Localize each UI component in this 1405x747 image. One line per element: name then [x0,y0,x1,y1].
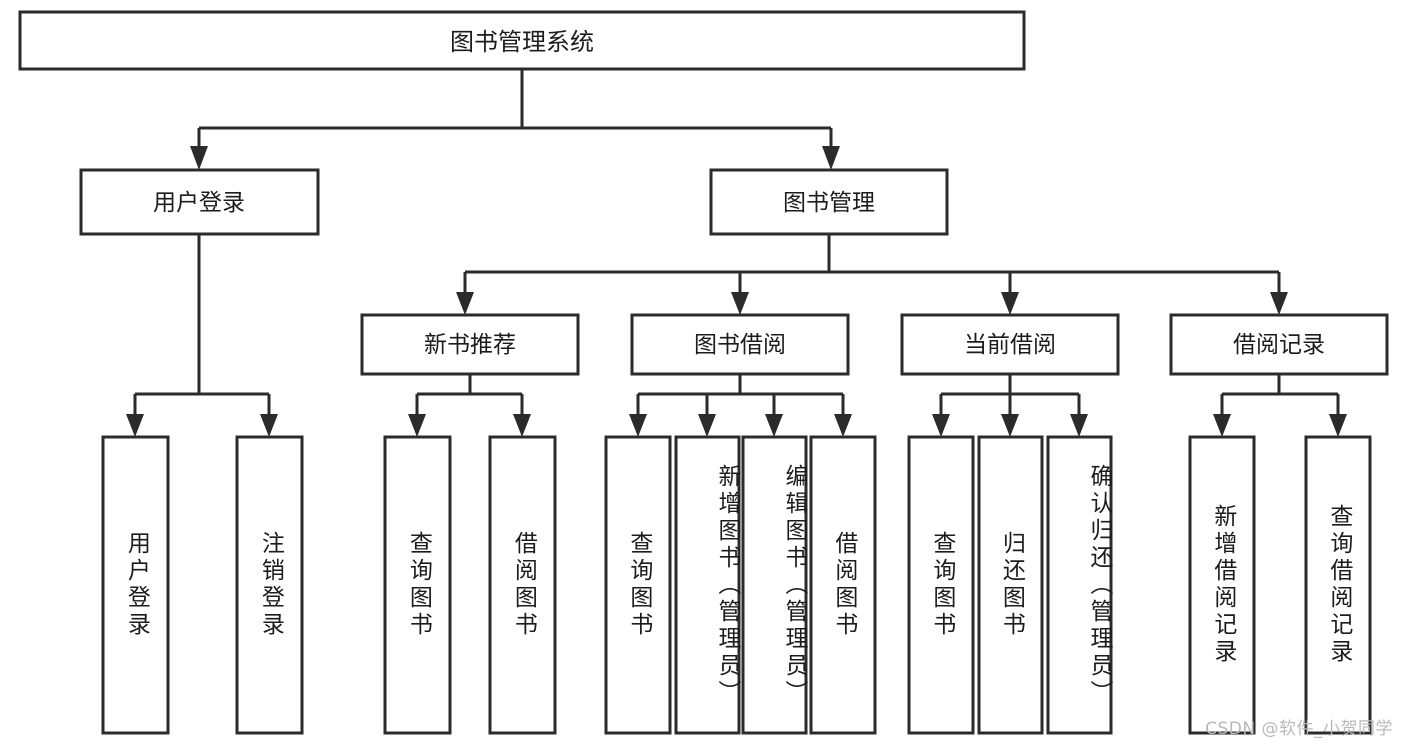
node-user-login-label: 用户登录 [153,190,245,216]
leaf-label-query-record: 查询借阅记录 [1325,504,1352,666]
node-user-login[interactable]: 用户登录 [79,168,320,236]
watermark-text: CSDN @软件_小贺同学 [1205,719,1393,739]
node-current-borrow-label: 当前借阅 [964,332,1056,358]
leaf-box-query-book-2[interactable] [604,435,672,735]
leaf-label-edit-book: 编辑图书（管理员） [781,463,807,707]
connector-newbook-to-leaves [408,374,531,437]
leaf-box-add-record[interactable] [1188,435,1256,735]
connector-bookmanage-to-level3 [456,234,1288,315]
connector-currentborrow-to-leaves [932,374,1088,437]
leaf-label-query-book-2: 查询图书 [625,531,652,639]
leaf-box-borrow-book-2[interactable] [809,435,877,735]
leaf-box-query-book-1[interactable] [383,435,452,735]
node-root-label: 图书管理系统 [450,28,594,56]
leaf-box-add-book[interactable] [674,435,741,735]
leaf-label-add-book: 新增图书（管理员） [714,463,740,707]
leaf-box-user-login[interactable] [101,435,170,735]
leaf-box-edit-book[interactable] [741,435,808,735]
leaf-box-borrow-book-1[interactable] [488,435,557,735]
leaf-label-query-book-1: 查询图书 [405,531,432,639]
leaf-box-query-record[interactable] [1304,435,1372,735]
node-root[interactable]: 图书管理系统 [18,10,1026,71]
leaf-boxes [101,435,1372,735]
leaf-label-return-book: 归还图书 [998,531,1025,639]
node-new-book-recommend-label: 新书推荐 [424,332,516,358]
leaf-box-confirm-return[interactable] [1046,435,1113,735]
node-book-manage-label: 图书管理 [783,190,875,216]
leaf-label-confirm-return: 确认归还（管理员） [1086,463,1112,707]
leaf-box-user-logout[interactable] [235,435,304,735]
leaf-box-return-book[interactable] [977,435,1044,735]
leaf-label-add-record: 新增借阅记录 [1209,504,1236,666]
connector-root-to-level2 [190,69,840,170]
node-borrow-record-label: 借阅记录 [1233,332,1325,358]
leaf-box-query-book-3[interactable] [907,435,975,735]
connector-bookborrow-to-leaves [629,374,852,437]
leaf-label-user-login: 用户登录 [123,531,150,639]
node-book-borrow[interactable]: 图书借阅 [630,313,850,376]
node-book-borrow-label: 图书借阅 [694,332,786,358]
node-new-book-recommend[interactable]: 新书推荐 [360,313,580,376]
node-borrow-record[interactable]: 借阅记录 [1169,313,1389,376]
leaf-label-query-book-3: 查询图书 [928,531,955,639]
connector-userlogin-to-leaves [126,234,278,437]
node-current-borrow[interactable]: 当前借阅 [900,313,1120,376]
leaf-label-user-logout: 注销登录 [257,531,284,639]
connector-borrowrecord-to-leaves [1213,374,1347,437]
leaf-label-borrow-book-2: 借阅图书 [830,531,857,639]
node-book-manage[interactable]: 图书管理 [709,168,949,236]
leaf-label-borrow-book-1: 借阅图书 [510,531,537,639]
